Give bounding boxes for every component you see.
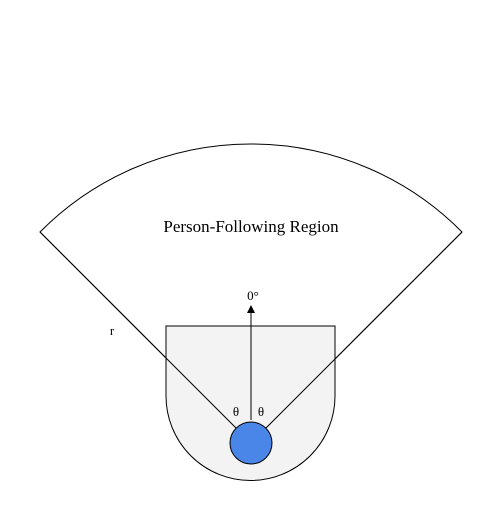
angle-label-right: θ xyxy=(258,404,264,419)
left-boundary-ray xyxy=(39,231,252,444)
robot-body xyxy=(229,421,273,465)
angle-label-left: θ xyxy=(233,404,239,419)
radius-label: r xyxy=(110,323,115,338)
heading-label: 0° xyxy=(247,288,259,303)
following-region-sector xyxy=(39,143,463,444)
right-boundary-ray xyxy=(250,231,463,444)
region-label: Person-Following Region xyxy=(163,217,339,236)
